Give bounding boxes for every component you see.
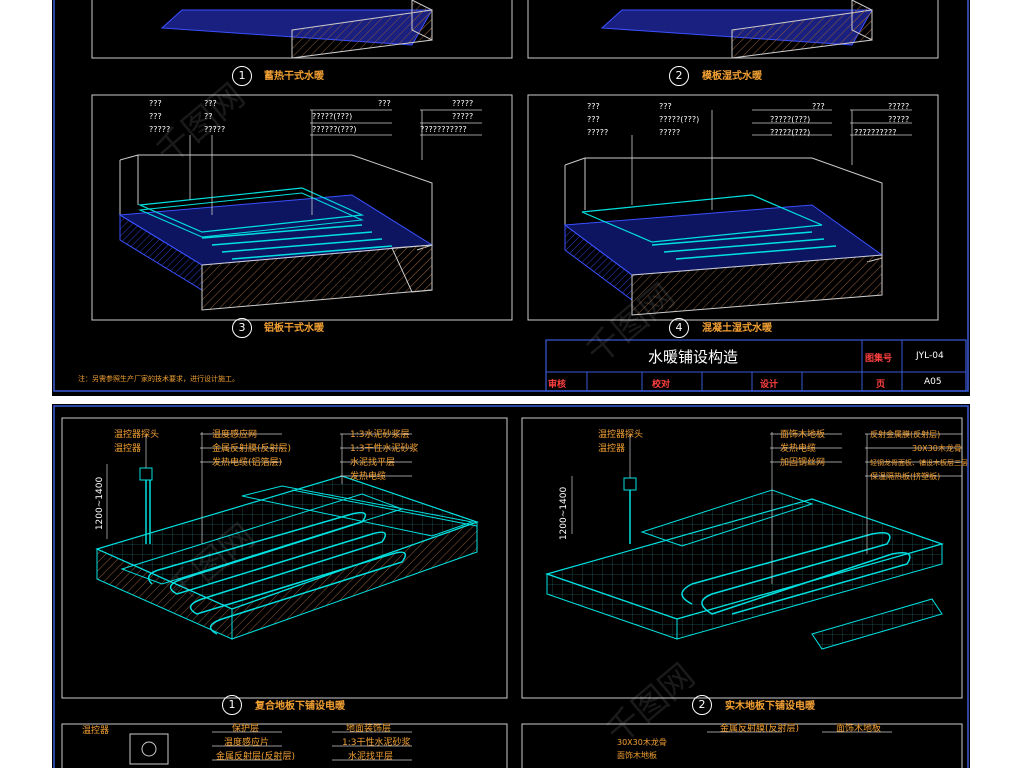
detail-number-4: 4	[669, 318, 689, 338]
d4-label: ?????(???)	[770, 115, 811, 124]
design-label: 设计	[760, 380, 779, 390]
d4-label: ???	[659, 102, 672, 111]
detail-number-2: 2	[669, 66, 689, 86]
d1-left-label: 温控器探头	[114, 430, 160, 440]
d3-label: ??????(???)	[312, 125, 357, 134]
d2-right-label: 轻钢龙骨面板、铺设木板层三层	[870, 459, 968, 467]
d4-label: ???	[587, 115, 600, 124]
d4-label: ?????(???)	[770, 128, 811, 137]
d2-mid-label: 加固钢丝网	[780, 458, 826, 468]
d2-mid-label: 发热电缆	[780, 444, 817, 454]
detail-caption-3: 铝板干式水暖	[264, 323, 324, 334]
height-dimension: 1200~1400	[95, 476, 106, 531]
d2-right-label: 保温隔热板(挤塑板)	[870, 472, 941, 481]
detail-number-2: 2	[692, 695, 712, 715]
d1-right-label: 1:3水泥砂浆层	[350, 430, 410, 440]
review-label: 审核	[548, 380, 567, 390]
d4-label: ??????????	[854, 128, 897, 137]
d1-right-label: 1:3干性水泥砂浆	[350, 444, 419, 454]
d4-label: ?????	[888, 115, 910, 124]
d3-right-label: 1:3干性水泥砂浆	[342, 738, 411, 748]
detail-number-3: 3	[232, 318, 252, 338]
electric-heating-composite-floor	[95, 475, 479, 640]
electric-heating-wood-floor	[544, 489, 945, 650]
d4-left-label: 面饰木地板	[617, 751, 657, 760]
detail-number-1: 1	[222, 695, 242, 715]
detail-caption-1: 蓄热干式水暖	[264, 71, 324, 82]
d3-left-label: 温控器	[82, 726, 110, 736]
d3-label: ???	[149, 99, 162, 108]
detail-number-1: 1	[232, 66, 252, 86]
d3-label: ?????	[204, 125, 226, 134]
d3-right-label: 水泥找平层	[348, 752, 394, 762]
d4-label: ?????	[587, 128, 609, 137]
d3-label: ?????	[452, 99, 474, 108]
d2-right-label: 反射金属膜(反射层)	[870, 430, 941, 439]
d3-label: ???	[204, 99, 217, 108]
d2-mid-label: 面饰木地板	[780, 430, 826, 440]
d4-mid-label: 金属反射膜(反射层)	[720, 724, 800, 734]
d1-right-label: 发热电缆	[350, 472, 387, 482]
sheet-title: 水暖铺设构造	[648, 348, 739, 366]
page-number: A05	[924, 377, 942, 387]
drawing-sheet-2: 1200~1400 1200~1400 温控器探头 温控器 温度感应网 金属反射…	[52, 404, 970, 768]
d4-label: ???	[812, 102, 825, 111]
height-dimension: 1200~1400	[559, 486, 570, 541]
sheet2-linework	[53, 405, 969, 768]
d4-right-label: 面饰木地板	[836, 724, 882, 734]
check-label: 校对	[652, 380, 671, 390]
d3-label: ???	[149, 112, 162, 121]
d2-left-label: 温控器	[598, 444, 626, 454]
d4-label: ?????	[659, 128, 681, 137]
drawing-sheet-1: 1 蓄热干式水暖 2 模板湿式水暖 3 铝板干式水暖 4 混凝土湿式水暖 ???…	[52, 0, 970, 396]
drawing-no: JYL-04	[916, 351, 944, 361]
d3-mid-label: 温度感应片	[224, 738, 270, 748]
d3-right-label: 地面装饰层	[346, 724, 392, 734]
detail-caption-2: 模板湿式水暖	[702, 71, 762, 82]
d3-label: ???	[378, 99, 391, 108]
d2-right-label: 30X30木龙骨	[912, 444, 962, 453]
detail-caption-2: 实木地板下铺设电暖	[725, 701, 815, 712]
detail-caption-1: 复合地板下铺设电暖	[255, 701, 345, 712]
d1-mid-label: 金属反射膜(反射层)	[212, 444, 292, 454]
d3-mid-label: 保护层	[232, 724, 260, 734]
d1-mid-label: 温度感应网	[212, 430, 258, 440]
d1-left-label: 温控器	[114, 444, 142, 454]
d1-right-label: 水泥找平层	[350, 458, 396, 468]
d3-label: ??	[204, 112, 213, 121]
d4-label: ???	[587, 102, 600, 111]
sheet1-linework	[53, 0, 969, 392]
drawing-no-label: 图集号	[865, 354, 893, 364]
d1-mid-label: 发热电缆(铝箔层)	[212, 458, 283, 468]
d3-label: ?????	[452, 112, 474, 121]
d3-label: ?????(???)	[312, 112, 353, 121]
d3-label: ?????	[149, 125, 171, 134]
page-label: 页	[876, 380, 886, 390]
d2-left-label: 温控器探头	[598, 430, 644, 440]
d4-label: ?????(???)	[659, 115, 700, 124]
d3-mid-label: 金属反射层(反射层)	[216, 752, 296, 762]
d3-label: ???????????	[420, 125, 467, 134]
d4-label: ?????	[888, 102, 910, 111]
sheet-note: 注：另需参照生产厂家的技术要求，进行设计施工。	[78, 375, 239, 383]
d4-left-label: 30X30木龙骨	[617, 738, 667, 747]
detail-caption-4: 混凝土湿式水暖	[702, 323, 772, 334]
